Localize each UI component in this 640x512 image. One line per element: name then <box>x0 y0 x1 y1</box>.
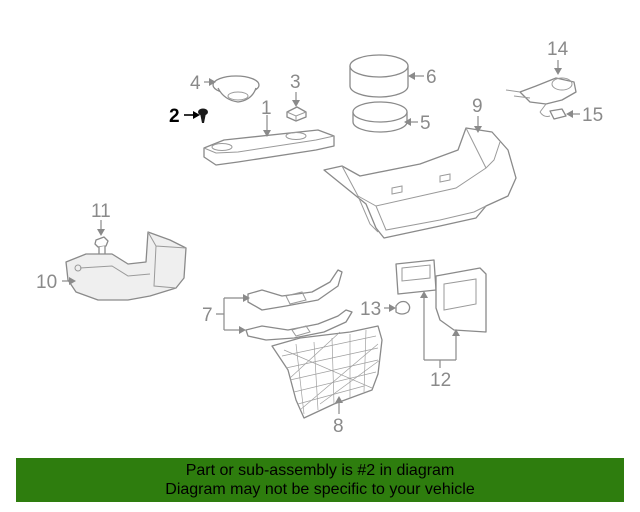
callout-15: 15 <box>582 105 603 126</box>
banner-line-2: Diagram may not be specific to your vehi… <box>165 481 475 498</box>
callout-12: 12 <box>430 370 451 391</box>
banner-line-1: Part or sub-assembly is #2 in diagram <box>185 462 455 479</box>
callout-10: 10 <box>36 272 57 293</box>
leader-lines <box>62 60 580 414</box>
part-14-latch <box>505 77 577 113</box>
callout-6: 6 <box>426 67 437 88</box>
callout-1: 1 <box>261 98 272 119</box>
callout-8: 8 <box>333 416 344 437</box>
part-6-disc <box>349 54 409 98</box>
part-7-sill-plate-upper <box>247 269 343 311</box>
callout-5: 5 <box>420 113 431 134</box>
part-3-clip <box>286 106 307 122</box>
part-1-package-shelf <box>203 129 335 166</box>
part-7-sill-plate-lower <box>245 309 353 341</box>
part-10-side-panel <box>65 231 187 301</box>
callout-11: 11 <box>91 201 111 222</box>
callout-14: 14 <box>547 39 569 60</box>
callout-9: 9 <box>472 96 483 117</box>
callout-2: 2 <box>169 106 180 127</box>
callout-labels: 1 2 3 4 5 6 7 8 9 10 11 12 13 14 15 <box>36 39 603 437</box>
callout-3: 3 <box>290 72 301 93</box>
part-2-push-pin <box>198 108 208 123</box>
part-9-trunk-liner <box>323 127 517 239</box>
part-8-cargo-net <box>271 325 383 419</box>
part-5-disc <box>352 101 408 133</box>
part-13-plug <box>395 300 411 315</box>
callout-4: 4 <box>190 73 201 94</box>
part-12-panel-left <box>395 259 437 295</box>
part-11-bolt <box>94 236 109 257</box>
callout-13: 13 <box>360 299 381 320</box>
notice-banner: Part or sub-assembly is #2 in diagram Di… <box>16 458 624 502</box>
part-12-panel-right <box>435 267 487 333</box>
part-4-speaker-ring <box>212 75 260 103</box>
part-15-connector <box>539 108 567 120</box>
callout-7: 7 <box>202 305 213 326</box>
